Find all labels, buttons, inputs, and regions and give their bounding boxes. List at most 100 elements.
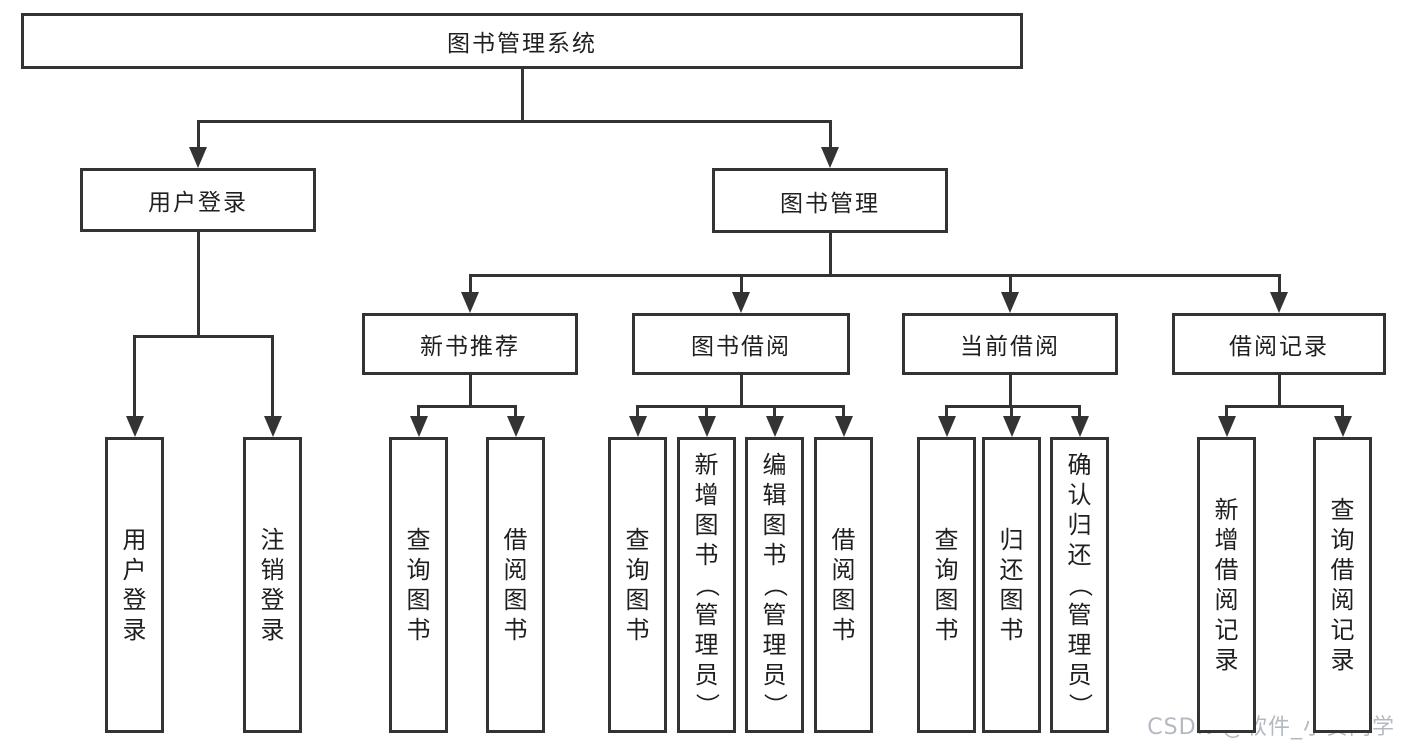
edge-drop	[1009, 274, 1012, 295]
node-bb-query: 查询图书	[608, 437, 667, 733]
node-label-char: 员	[1067, 661, 1092, 689]
node-nb-borrow: 借阅图书	[486, 437, 545, 733]
node-ul-login: 用户登录	[105, 437, 164, 733]
node-label-char: 户	[122, 556, 147, 584]
node-label-char: 编	[762, 451, 787, 479]
node-label-char: 记	[1214, 616, 1239, 644]
edge-bar	[197, 120, 832, 123]
node-label-char: 图	[934, 586, 959, 614]
node-user-login: 用户登录	[80, 168, 316, 232]
node-borrow-records: 借阅记录	[1172, 313, 1386, 375]
node-label-char: 归	[1067, 511, 1092, 539]
node-label-char: ）	[692, 693, 721, 717]
node-label-char: 新	[1214, 496, 1239, 524]
node-label-char: 查	[1330, 496, 1355, 524]
node-label-char: 图	[694, 511, 719, 539]
node-label-char: 录	[1330, 646, 1355, 674]
edge-drop	[1078, 405, 1081, 419]
edge-drop	[417, 405, 420, 419]
arrowhead-icon	[1003, 416, 1021, 437]
arrowhead-icon	[698, 416, 716, 437]
node-ul-logout: 注销登录	[243, 437, 302, 733]
arrowhead-icon	[821, 147, 839, 168]
edge-stem	[740, 373, 743, 406]
edge-drop	[469, 274, 472, 295]
node-label-char: 阅	[1214, 586, 1239, 614]
node-label-char: 登	[260, 586, 285, 614]
node-label-char: 员	[694, 661, 719, 689]
edge-drop	[271, 335, 274, 419]
edge-drop	[636, 405, 639, 419]
node-label-char: 确	[1067, 451, 1092, 479]
node-label-char: 管	[1067, 601, 1092, 629]
node-book-mgmt: 图书管理	[712, 168, 948, 233]
arrowhead-icon	[938, 416, 956, 437]
node-label-char: 图	[406, 586, 431, 614]
edge-bar	[945, 405, 1081, 408]
node-label-char: （	[692, 573, 721, 597]
arrowhead-icon	[1001, 292, 1019, 313]
node-label-char: 借	[1214, 556, 1239, 584]
node-cb-return: 归还图书	[982, 437, 1041, 733]
edge-bar	[1225, 405, 1344, 408]
edge-drop	[842, 405, 845, 419]
node-label-char: 书	[503, 616, 528, 644]
node-label-char: 还	[1067, 541, 1092, 569]
node-root: 图书管理系统	[21, 13, 1023, 69]
edge-drop	[1341, 405, 1344, 419]
node-label-char: （	[1065, 573, 1094, 597]
node-bb-edit: 编辑图书（管理员）	[745, 437, 804, 733]
node-label-char: 查	[934, 526, 959, 554]
node-label-char: 登	[122, 586, 147, 614]
node-label-char: 新	[694, 451, 719, 479]
node-label-char: 增	[694, 481, 719, 509]
arrowhead-icon	[766, 416, 784, 437]
arrowhead-icon	[1334, 416, 1352, 437]
node-label-char: 借	[503, 526, 528, 554]
edge-drop	[740, 274, 743, 295]
arrowhead-icon	[264, 416, 282, 437]
edge-drop	[829, 120, 832, 150]
node-br-query: 查询借阅记录	[1313, 437, 1372, 733]
node-label-char: 归	[999, 526, 1024, 554]
edge-drop	[1010, 405, 1013, 419]
edge-drop	[1225, 405, 1228, 419]
node-label-char: 增	[1214, 526, 1239, 554]
node-label-char: 录	[122, 616, 147, 644]
node-label-char: 注	[260, 526, 285, 554]
node-label-char: 书	[831, 616, 856, 644]
arrowhead-icon	[189, 147, 207, 168]
node-label-char: 书	[406, 616, 431, 644]
node-cb-query: 查询图书	[917, 437, 976, 733]
edge-bar	[133, 335, 274, 338]
node-label-char: 书	[934, 616, 959, 644]
node-label-char: ）	[1065, 693, 1094, 717]
edge-stem	[197, 230, 200, 336]
node-bb-borrow: 借阅图书	[814, 437, 873, 733]
node-label-char: 询	[406, 556, 431, 584]
node-label-char: 书	[625, 616, 650, 644]
arrowhead-icon	[629, 416, 647, 437]
node-label-char: 员	[762, 661, 787, 689]
node-label-char: 图	[503, 586, 528, 614]
node-label-char: 书	[999, 616, 1024, 644]
arrowhead-icon	[732, 292, 750, 313]
edge-stem	[829, 231, 832, 275]
edge-stem	[1278, 373, 1281, 406]
node-new-book-rec: 新书推荐	[362, 313, 578, 375]
node-label-char: 理	[694, 631, 719, 659]
node-label-char: 图	[625, 586, 650, 614]
node-label-char: （	[760, 573, 789, 597]
edge-stem	[469, 373, 472, 406]
node-label-char: 查	[406, 526, 431, 554]
node-label-char: 阅	[831, 556, 856, 584]
node-label-char: 理	[762, 631, 787, 659]
node-br-add: 新增借阅记录	[1197, 437, 1256, 733]
node-label-char: 管	[762, 601, 787, 629]
node-label-char: 理	[1067, 631, 1092, 659]
node-label-char: 管	[694, 601, 719, 629]
node-label-char: 录	[260, 616, 285, 644]
node-label-char: 用	[122, 526, 147, 554]
node-label-char: 借	[1330, 556, 1355, 584]
